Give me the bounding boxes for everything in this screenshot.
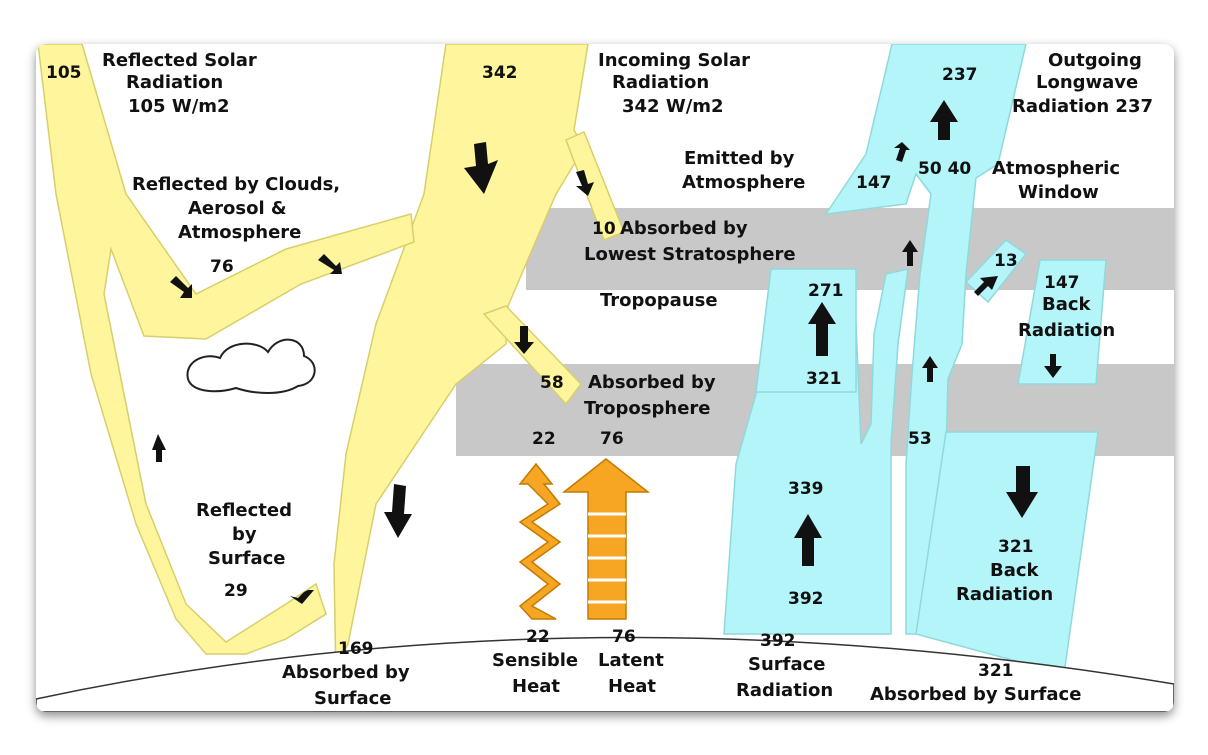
down-arrow-icon (1044, 354, 1062, 378)
outgoing-longwave-title: Outgoing (1048, 50, 1142, 71)
reflected-surface-title: Reflected (196, 500, 292, 521)
surface-radiation-label: 392 (760, 631, 796, 651)
direction-arrows (152, 100, 1062, 604)
reflected-surface-value: 29 (224, 581, 248, 601)
incoming-solar-title: 342 W/m2 (622, 96, 724, 117)
up-arrow-icon (894, 142, 910, 162)
outgoing-longwave-title: Longwave (1036, 72, 1138, 93)
up-arrow-icon (922, 356, 938, 382)
tropopause-label: Tropopause (600, 290, 718, 311)
back-radiation-321-title: 321 (998, 537, 1034, 557)
atmospheric-window-title: Window (1018, 182, 1099, 203)
diagram-card: Reflected Solar Radiation 105 W/m2 105 3… (36, 44, 1174, 712)
sensible-heat-label: 22 (526, 627, 550, 647)
value-392: 392 (788, 589, 824, 609)
absorbed-troposphere-title: Absorbed by (588, 372, 716, 393)
incoming-solar-title: Incoming Solar (598, 50, 750, 71)
up-arrow-icon (152, 434, 166, 462)
absorbed-stratosphere-value: 10 (592, 219, 616, 239)
surface-radiation-label: Radiation (736, 680, 833, 701)
atmospheric-window-title: Atmospheric (992, 158, 1120, 179)
reflected-solar-flow (37, 44, 415, 655)
latent-heat-arrow (561, 458, 651, 620)
reflected-clouds-title: Reflected by Clouds, (132, 174, 340, 195)
value-53: 53 (908, 429, 932, 449)
troposphere-absorbed-flow (482, 305, 582, 406)
sensible-heat-arrow (518, 462, 562, 620)
back-radiation-147-title: Radiation (1018, 320, 1115, 341)
cloud-shape (186, 338, 316, 394)
reflected-solar-value: 105 (46, 63, 82, 83)
reflected-solar-title: 105 W/m2 (128, 96, 230, 117)
down-arrow-icon (384, 484, 412, 538)
reflected-clouds-value: 76 (210, 257, 234, 277)
absorbed-surface-321-label: 321 (978, 661, 1014, 681)
latent-heat-label: Latent (598, 650, 664, 671)
absorbed-troposphere-title: Troposphere (584, 398, 711, 419)
incoming-value: 342 (482, 63, 518, 83)
value-321-up: 321 (806, 369, 842, 389)
upward-atmosphere-flow (755, 268, 857, 393)
latent-heat-stripes (588, 512, 626, 604)
bottom-absorbed-169: Surface (314, 688, 392, 709)
up-arrow-icon (808, 302, 836, 356)
up-arrow-icon (794, 514, 822, 566)
absorbed-surface-321-label: Absorbed by Surface (870, 684, 1081, 705)
outgoing-longwave-title: Radiation 237 (1012, 96, 1153, 117)
stratosphere-absorbed-flow (565, 130, 625, 241)
latent-heat-label: Heat (608, 676, 656, 697)
sensible-heat-label: Sensible (492, 650, 578, 671)
up-arrow-icon (930, 100, 958, 140)
reflected-surface-title: by (232, 524, 257, 545)
up-arrow-icon (974, 276, 998, 296)
outgoing-value: 237 (942, 65, 978, 85)
value-22: 22 (532, 429, 556, 449)
value-76: 76 (600, 429, 624, 449)
value-13: 13 (994, 251, 1018, 271)
back-radiation-147-title: Back (1042, 294, 1092, 315)
emitted-atmosphere-title: Emitted by (684, 148, 795, 169)
up-arrow-icon (170, 276, 192, 298)
absorbed-troposphere-value: 58 (540, 373, 564, 393)
back-radiation-147-title: 147 (1044, 273, 1080, 293)
text-labels: Reflected Solar Radiation 105 W/m2 105 3… (46, 50, 1153, 709)
sensible-heat-label: Heat (512, 676, 560, 697)
energy-budget-diagram: Reflected Solar Radiation 105 W/m2 105 3… (36, 44, 1174, 712)
down-arrow-icon (576, 170, 594, 196)
bottom-absorbed-169: Absorbed by (282, 662, 410, 683)
value-339: 339 (788, 479, 824, 499)
reflected-solar-title: Reflected Solar (102, 50, 257, 71)
up-arrow-icon (318, 254, 342, 274)
incoming-solar-title: Radiation (612, 72, 709, 93)
reflected-clouds-title: Aerosol & (188, 198, 287, 219)
surface-radiation-label: Surface (748, 654, 826, 675)
latent-heat-label: 76 (612, 627, 636, 647)
back-radiation-147-flow (1017, 259, 1107, 385)
back-radiation-321-title: Back (990, 560, 1040, 581)
reflected-surface-title: Surface (208, 548, 286, 569)
window-values: 50 40 (918, 159, 971, 179)
value-271: 271 (808, 281, 844, 301)
emitted-value: 147 (856, 173, 892, 193)
down-arrow-icon (290, 590, 314, 604)
reflected-clouds-title: Atmosphere (178, 222, 301, 243)
outgoing-longwave-flow (824, 44, 1027, 635)
down-arrow-icon (514, 326, 534, 354)
down-arrow-icon (1006, 466, 1038, 518)
up-arrow-icon (902, 240, 918, 266)
earth-surface (36, 636, 1174, 712)
emitted-atmosphere-title: Atmosphere (682, 172, 805, 193)
back-radiation-321-title: Radiation (956, 584, 1053, 605)
bottom-absorbed-169: 169 (338, 639, 374, 659)
reflected-solar-title: Radiation (126, 72, 223, 93)
absorbed-stratosphere-title: Lowest Stratosphere (584, 244, 796, 265)
down-arrow-icon (464, 142, 498, 194)
absorbed-stratosphere-title: Absorbed by (620, 218, 748, 239)
